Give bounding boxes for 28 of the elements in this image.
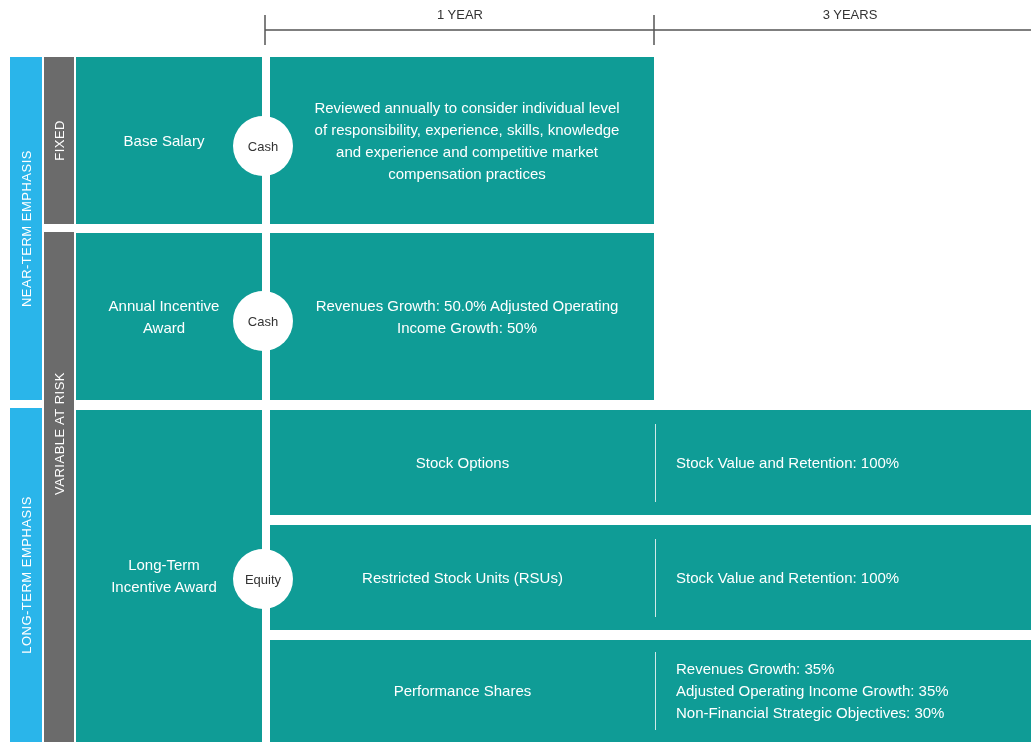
band-label: LONG-TERM EMPHASIS (18, 496, 34, 654)
metric-text: Stock Value and Retention: 100% (676, 567, 900, 588)
metric-text: Revenues Growth: 35% (676, 659, 835, 679)
band-label: VARIABLE AT RISK (51, 372, 67, 495)
component-label: Base Salary (123, 130, 205, 151)
category-band (44, 57, 74, 224)
pay-type-label: Cash (247, 138, 279, 154)
emphasis-band (10, 408, 42, 742)
award-label: Restricted Stock Units (RSUs) (362, 567, 563, 588)
award-row (270, 640, 1031, 742)
description-text: Reviewed annually to consider individual level of responsibility, experience, skills, knowledge and experience and competitive market compensation practices (313, 97, 621, 184)
component-label: Annual Incentive Award (107, 295, 221, 338)
metric-text: Non-Financial Strategic Objectives: 30% (676, 703, 945, 723)
pay-type-label: Cash (247, 313, 279, 329)
award-label: Performance Shares (393, 681, 532, 701)
pay-type-label: Equity (244, 571, 282, 587)
timeline-label: 1 YEAR (436, 7, 484, 22)
award-label: Stock Options (415, 452, 510, 473)
category-band (44, 232, 74, 742)
description-text: Revenues Growth: 50.0% Adjusted Operating Income Growth: 50% (314, 295, 620, 338)
metric-text: Stock Value and Retention: 100% (676, 452, 900, 473)
band-label: NEAR-TERM EMPHASIS (18, 149, 34, 308)
metric-text: Adjusted Operating Income Growth: 35% (676, 681, 949, 701)
band-label: FIXED (51, 120, 67, 161)
award-row (270, 410, 1031, 515)
emphasis-band (10, 57, 42, 400)
component-label: Long-Term Incentive Award (110, 555, 218, 597)
timeline-label: 3 YEARS (821, 7, 879, 22)
